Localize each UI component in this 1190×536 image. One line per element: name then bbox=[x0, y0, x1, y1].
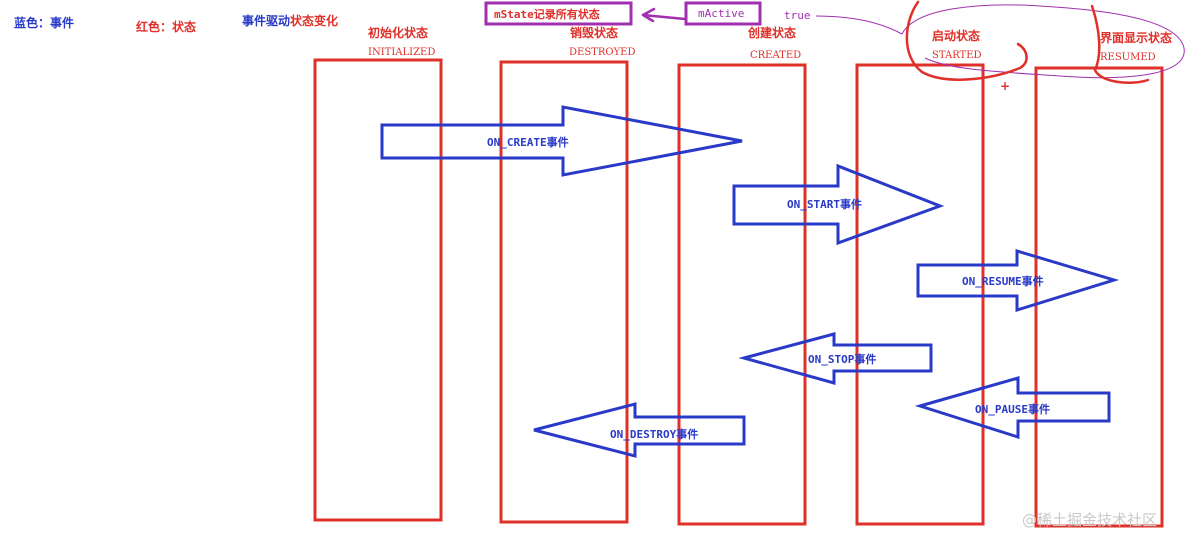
state-label-created-en: CREATED bbox=[750, 50, 801, 61]
mactive-label: mActive bbox=[698, 7, 744, 20]
legend-blue-events: 蓝色：事件 bbox=[14, 15, 74, 30]
event-label-on-start: ON_START事件 bbox=[787, 197, 862, 211]
legend-red-states: 红色：状态 bbox=[136, 19, 196, 34]
state-label-initialized-en: INITIALIZED bbox=[368, 47, 435, 58]
state-label-resumed-en: RESUMED bbox=[1100, 52, 1156, 63]
legend-event-drives-prefix: 事件驱动 bbox=[242, 13, 290, 28]
arrow-on-resume bbox=[916, 248, 1120, 313]
event-label-on-resume: ON_RESUME事件 bbox=[962, 274, 1044, 288]
state-label-destroyed-en: DESTROYED bbox=[569, 47, 635, 58]
watermark: @稀土掘金技术社区 bbox=[1022, 511, 1157, 529]
true-label: true bbox=[784, 9, 811, 22]
mactive-arrow bbox=[641, 7, 687, 23]
mstate-label: mState记录所有状态 bbox=[494, 7, 600, 21]
state-label-resumed-cn: 界面显示状态 bbox=[1100, 30, 1172, 45]
state-box-initialized bbox=[313, 58, 443, 522]
legend-event-drives-suffix: 状态变化 bbox=[290, 13, 338, 28]
mactive-box bbox=[684, 1, 762, 26]
arrow-on-pause bbox=[914, 376, 1111, 440]
state-label-destroyed-cn: 销毁状态 bbox=[570, 25, 618, 40]
state-box-destroyed bbox=[499, 60, 629, 524]
legend-event-drives: 事件驱动状态变化 bbox=[242, 13, 338, 28]
event-label-on-create: ON_CREATE事件 bbox=[487, 135, 569, 149]
resumed-circle bbox=[1090, 4, 1150, 84]
event-label-on-stop: ON_STOP事件 bbox=[808, 352, 876, 366]
started-circle bbox=[905, 0, 1028, 81]
state-label-started-en: STARTED bbox=[932, 50, 982, 61]
event-label-on-destroy: ON_DESTROY事件 bbox=[610, 427, 698, 441]
arrow-on-start bbox=[732, 163, 945, 246]
plus-mark: + bbox=[1000, 79, 1010, 93]
arrow-on-destroy bbox=[533, 402, 746, 458]
mstate-box bbox=[484, 1, 633, 26]
event-arrows bbox=[380, 105, 1120, 458]
state-box-resumed bbox=[1034, 66, 1164, 528]
arrow-on-create bbox=[380, 105, 743, 177]
arrow-on-stop bbox=[738, 332, 933, 385]
state-label-initialized-cn: 初始化状态 bbox=[368, 25, 428, 40]
true-loop bbox=[901, 4, 1185, 79]
state-label-started-cn: 启动状态 bbox=[932, 28, 980, 43]
event-label-on-pause: ON_PAUSE事件 bbox=[975, 402, 1050, 416]
state-boxes bbox=[313, 58, 1164, 528]
true-connector-line bbox=[815, 15, 903, 35]
state-box-created bbox=[677, 63, 807, 526]
state-label-created-cn: 创建状态 bbox=[747, 25, 796, 40]
